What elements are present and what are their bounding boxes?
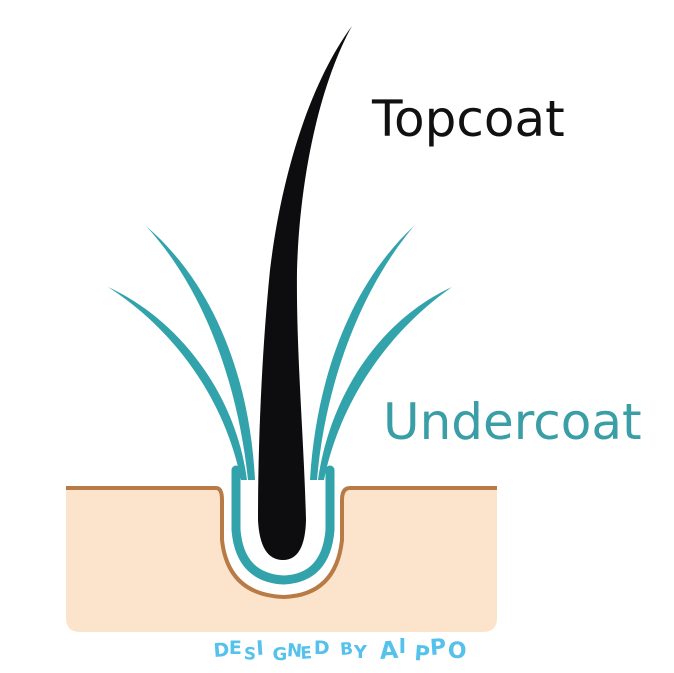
skin-outline (66, 486, 497, 599)
credit-letter: Y (353, 642, 368, 663)
credit-letter: E (300, 643, 313, 664)
skin-layer (66, 488, 497, 632)
credit-letter: D (213, 639, 230, 662)
credit-letter: I (399, 634, 406, 658)
credit-letter: B (339, 639, 353, 660)
credit-letter: N (286, 640, 303, 662)
credit-letter: E (229, 637, 242, 659)
credit-letter: O (448, 639, 467, 664)
credit-letter: I (255, 636, 264, 660)
undercoat-label: Undercoat (383, 393, 642, 451)
credit-letter: G (273, 644, 288, 665)
topcoat-label: Topcoat (371, 90, 565, 148)
undercoat-hair-left-outer (108, 287, 247, 480)
undercoat-hair-right-outer (318, 287, 452, 480)
credit-letter: D (314, 637, 330, 659)
credit-letter: A (379, 636, 400, 665)
follicle-lining (231, 465, 335, 585)
credit-letter: S (243, 644, 257, 665)
credit-letter: P (414, 641, 431, 666)
topcoat-hair (258, 26, 352, 560)
credit-letter: P (429, 635, 447, 661)
